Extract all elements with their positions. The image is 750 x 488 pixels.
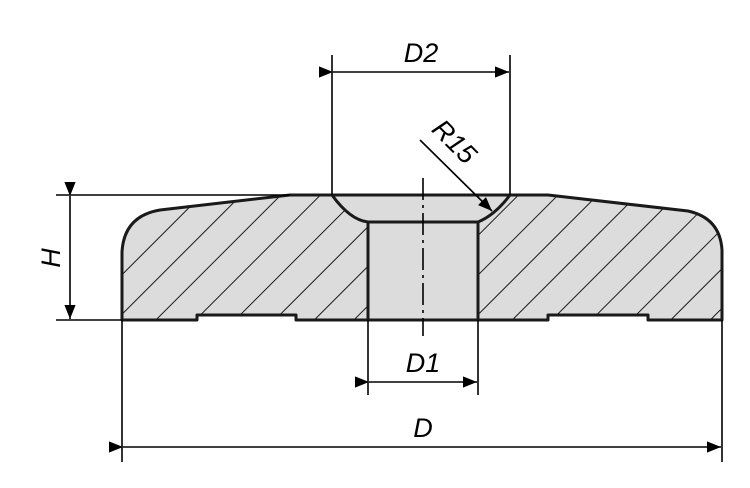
dimension-h-label: H (36, 248, 66, 268)
dimension-h (56, 182, 290, 321)
dimension-d1 (355, 320, 479, 395)
radius-leader (419, 139, 493, 212)
dimension-d2-label: D2 (404, 38, 439, 68)
dimension-d (109, 320, 723, 462)
dimension-d2 (319, 55, 511, 195)
radius-label: R15 (426, 114, 483, 171)
dimension-d1-label: D1 (406, 348, 441, 378)
dimension-d-label: D (413, 413, 433, 443)
